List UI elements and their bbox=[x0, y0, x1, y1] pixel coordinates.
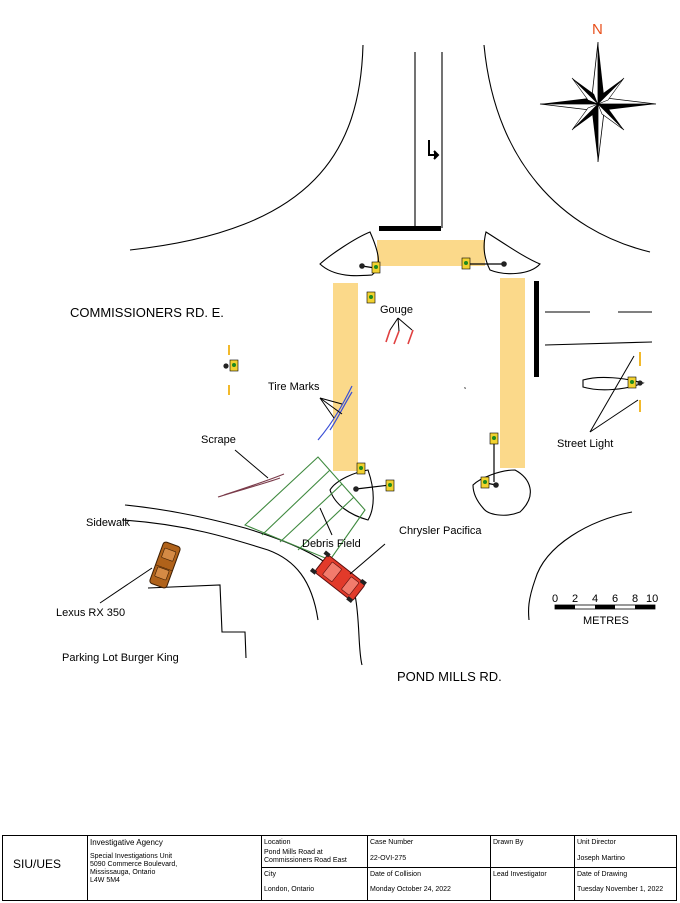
lexus-label: Lexus RX 350 bbox=[56, 607, 125, 619]
collision-diagram: N 0 2 4 6 8 10 METRES COMMISSIONERS RD. … bbox=[56, 21, 658, 684]
unit-director-header: Unit Director bbox=[577, 839, 616, 846]
city-header: City bbox=[264, 871, 277, 878]
north-east-road-edge bbox=[483, 44, 651, 253]
tire-marks-leader bbox=[319, 397, 343, 419]
lexus-rx350-vehicle bbox=[149, 541, 181, 589]
gouge-label: Gouge bbox=[380, 304, 413, 316]
date-of-collision-value: Monday October 24, 2022 bbox=[370, 886, 451, 893]
scrape-marks bbox=[217, 473, 285, 498]
city-value: London, Ontario bbox=[264, 886, 315, 893]
chrysler-label: Chrysler Pacifica bbox=[399, 525, 482, 537]
north-median bbox=[414, 52, 443, 228]
north-west-road-edge bbox=[129, 44, 364, 251]
director-cell: Unit Director Joseph Martino Date of Dra… bbox=[575, 836, 676, 900]
org-short-name: SIU/UES bbox=[13, 857, 62, 871]
agency-address: Special Investigations Unit 5090 Commerc… bbox=[90, 853, 178, 884]
date-of-drawing-header: Date of Drawing bbox=[577, 871, 628, 878]
parking-lot-line bbox=[147, 584, 247, 659]
scrape-label: Scrape bbox=[201, 434, 236, 446]
location-cell: Location Pond Mills Road at Commissioner… bbox=[262, 836, 368, 900]
signal-pole bbox=[637, 380, 643, 386]
date-of-drawing-value: Tuesday November 1, 2022 bbox=[577, 886, 664, 893]
debris-field bbox=[243, 456, 366, 561]
case-number-header: Case Number bbox=[370, 839, 414, 846]
scale-tick: 4 bbox=[592, 593, 598, 605]
island-northwest bbox=[319, 231, 379, 277]
commissioners-road-label: COMMISSIONERS RD. E. bbox=[70, 305, 224, 320]
street-light-leaders bbox=[589, 355, 639, 433]
signal-pole bbox=[223, 363, 229, 369]
island-northeast bbox=[483, 231, 541, 275]
scale-tick: 6 bbox=[612, 593, 618, 605]
north-arrow-icon bbox=[539, 41, 657, 163]
stop-bars bbox=[379, 226, 539, 377]
scale-tick: 8 bbox=[632, 593, 638, 605]
island-southwest bbox=[329, 469, 374, 521]
corner-islands bbox=[319, 231, 541, 521]
east-island bbox=[582, 376, 645, 391]
parking-lot-label: Parking Lot Burger King bbox=[62, 652, 179, 664]
sidewalk-line bbox=[121, 519, 319, 621]
lexus-leader bbox=[99, 567, 153, 604]
left-turn-arrow bbox=[428, 140, 440, 160]
unit-director-value: Joseph Martino bbox=[577, 855, 625, 862]
drawn-by-header: Drawn By bbox=[493, 839, 524, 846]
tire-marks bbox=[317, 385, 353, 441]
debris-leader bbox=[319, 507, 333, 536]
title-block: SIU/UES Investigative Agency Special Inv… bbox=[2, 835, 677, 901]
center-mark: N bbox=[464, 386, 466, 390]
debris-field-label: Debris Field bbox=[302, 538, 361, 550]
location-value: Pond Mills Road at Commissioners Road Ea… bbox=[264, 849, 347, 864]
location-header: Location bbox=[264, 839, 291, 846]
chrysler-pacifica-vehicle bbox=[309, 550, 367, 604]
scale-bar: 0 2 4 6 8 10 METRES bbox=[552, 593, 658, 627]
signal-pole bbox=[493, 482, 499, 488]
road-edges bbox=[121, 44, 653, 666]
agency-header: Investigative Agency bbox=[90, 838, 163, 847]
north-label: N bbox=[592, 21, 603, 38]
east-stop-bar bbox=[534, 281, 539, 377]
lead-investigator-header: Lead Investigator bbox=[493, 871, 547, 878]
south-east-road-edge bbox=[527, 511, 633, 621]
case-cell: Case Number 22-OVI-275 Date of Collision… bbox=[368, 836, 491, 900]
crosswalks bbox=[333, 240, 525, 471]
gouge-leader bbox=[389, 317, 413, 332]
north-stop-bar bbox=[379, 226, 441, 231]
scale-unit: METRES bbox=[583, 615, 629, 627]
traffic-signals bbox=[223, 257, 643, 492]
scale-tick: 0 bbox=[552, 593, 558, 605]
pond-mills-road-label: POND MILLS RD. bbox=[397, 669, 502, 684]
street-light-label: Street Light bbox=[557, 438, 613, 450]
tire-marks-label: Tire Marks bbox=[268, 381, 320, 393]
gouge-marks bbox=[385, 329, 414, 345]
signal-pole bbox=[359, 263, 365, 269]
org-cell: SIU/UES bbox=[3, 836, 88, 900]
scrape-leader bbox=[234, 449, 269, 479]
scale-tick: 2 bbox=[572, 593, 578, 605]
island-southeast bbox=[472, 469, 531, 516]
sidewalk-label: Sidewalk bbox=[86, 517, 131, 529]
east-road-center bbox=[544, 341, 653, 346]
chrysler-leader bbox=[349, 543, 386, 575]
drawn-by-cell: Drawn By Lead Investigator bbox=[491, 836, 575, 900]
crosswalk-west bbox=[333, 283, 358, 471]
crosswalk-east bbox=[500, 278, 525, 468]
case-number-value: 22-OVI-275 bbox=[370, 855, 407, 862]
signal-pole bbox=[353, 486, 359, 492]
date-of-collision-header: Date of Collision bbox=[370, 871, 421, 878]
signal-pole bbox=[501, 261, 507, 267]
agency-cell: Investigative Agency Special Investigati… bbox=[88, 836, 262, 900]
scale-tick: 10 bbox=[646, 593, 658, 605]
